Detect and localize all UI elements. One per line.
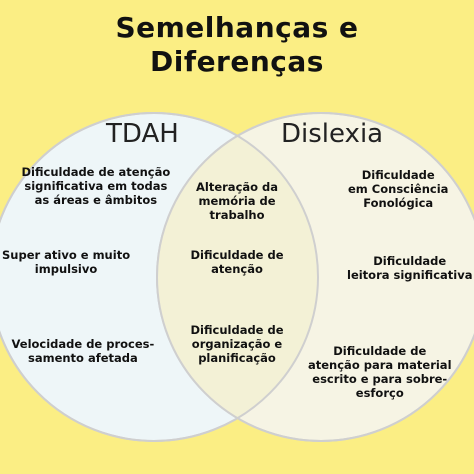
left-item-3-line: Velocidade de proces- bbox=[11, 337, 155, 351]
left-item-2-line: impulsivo bbox=[34, 262, 98, 276]
intersection-item-3-line: Dificuldade de bbox=[190, 323, 284, 337]
left-item-1-line: significativa em todas bbox=[24, 179, 168, 193]
right-item-3-line: esforço bbox=[355, 386, 404, 400]
intersection-item-3-line: organização e bbox=[191, 337, 283, 351]
tdah-label: TDAH bbox=[106, 119, 179, 149]
right-item-3-line: escrito e para sobre- bbox=[312, 372, 448, 386]
left-item-1-line: Dificuldade de atenção bbox=[21, 165, 171, 179]
dislexia-circle-outline bbox=[156, 112, 474, 442]
intersection-item-2-line: Dificuldade de bbox=[190, 248, 284, 262]
tdah-circle-outline bbox=[0, 112, 319, 442]
intersection-item-1-line: Alteração da bbox=[196, 180, 279, 194]
intersection-item-3-line: planificação bbox=[198, 351, 276, 365]
intersection-item-2-line: atenção bbox=[211, 262, 263, 276]
dislexia-label: Dislexia bbox=[281, 119, 384, 149]
right-item-2-line: Dificuldade bbox=[373, 254, 447, 268]
title-line-2: Diferenças bbox=[150, 45, 324, 78]
right-item-1-line: Dificuldade bbox=[361, 168, 435, 182]
right-item-3-line: atenção para material bbox=[308, 358, 452, 372]
left-item-1-line: as áreas e âmbitos bbox=[34, 193, 158, 207]
right-item-2-line: leitora significativa bbox=[347, 268, 473, 282]
left-item-3: Velocidade de proces-samento afetada bbox=[12, 337, 155, 365]
left-item-2-line: Super ativo e muito bbox=[2, 248, 131, 262]
left-item-3-line: samento afetada bbox=[27, 351, 138, 365]
title-line-1: Semelhanças e bbox=[115, 11, 359, 44]
intersection-item-1-line: memória de bbox=[198, 194, 276, 208]
intersection-item-1-line: trabalho bbox=[209, 208, 265, 222]
right-item-1-line: em Consciência bbox=[348, 182, 449, 196]
intersection-area bbox=[157, 113, 318, 441]
right-item-1-line: Fonológica bbox=[363, 196, 434, 210]
right-item-3-line: Dificuldade de bbox=[333, 344, 427, 358]
